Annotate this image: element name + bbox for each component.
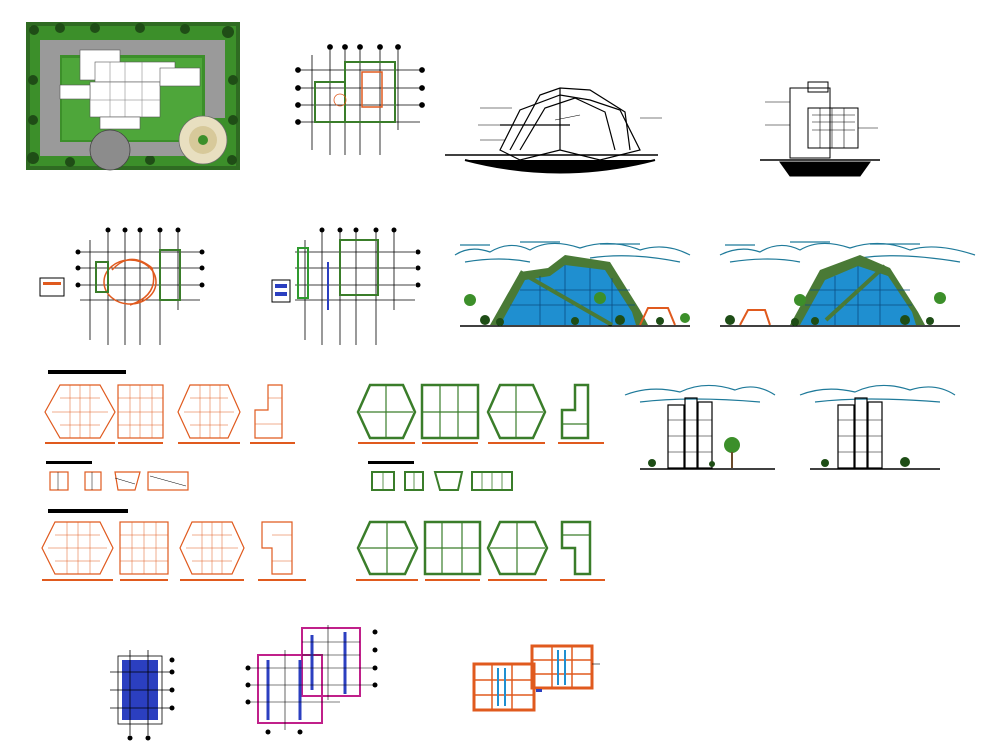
- front-elevation[interactable]: [454, 241, 691, 327]
- side-section[interactable]: [760, 81, 880, 177]
- frame-layout-row-2[interactable]: [356, 520, 605, 581]
- frame-layout-row-1[interactable]: [356, 383, 604, 444]
- slab-layout-row-1[interactable]: [44, 370, 295, 444]
- column-plan[interactable]: [110, 650, 175, 741]
- beam-details-b[interactable]: [368, 461, 513, 491]
- roof-framing-plan[interactable]: [245, 625, 378, 735]
- side-elevation-b[interactable]: [799, 384, 956, 470]
- site-plan[interactable]: [26, 22, 240, 171]
- slab-layout-row-2[interactable]: [41, 509, 306, 581]
- side-elevation-a[interactable]: [624, 384, 776, 470]
- beam-details-a[interactable]: [46, 461, 189, 491]
- floor-plan-upper[interactable]: [295, 44, 425, 156]
- deck-plan[interactable]: [472, 644, 600, 712]
- cross-section[interactable]: [445, 87, 662, 174]
- foundation-plan-a[interactable]: [39, 227, 205, 346]
- rear-elevation[interactable]: [719, 241, 976, 327]
- foundation-plan-b[interactable]: [271, 227, 421, 346]
